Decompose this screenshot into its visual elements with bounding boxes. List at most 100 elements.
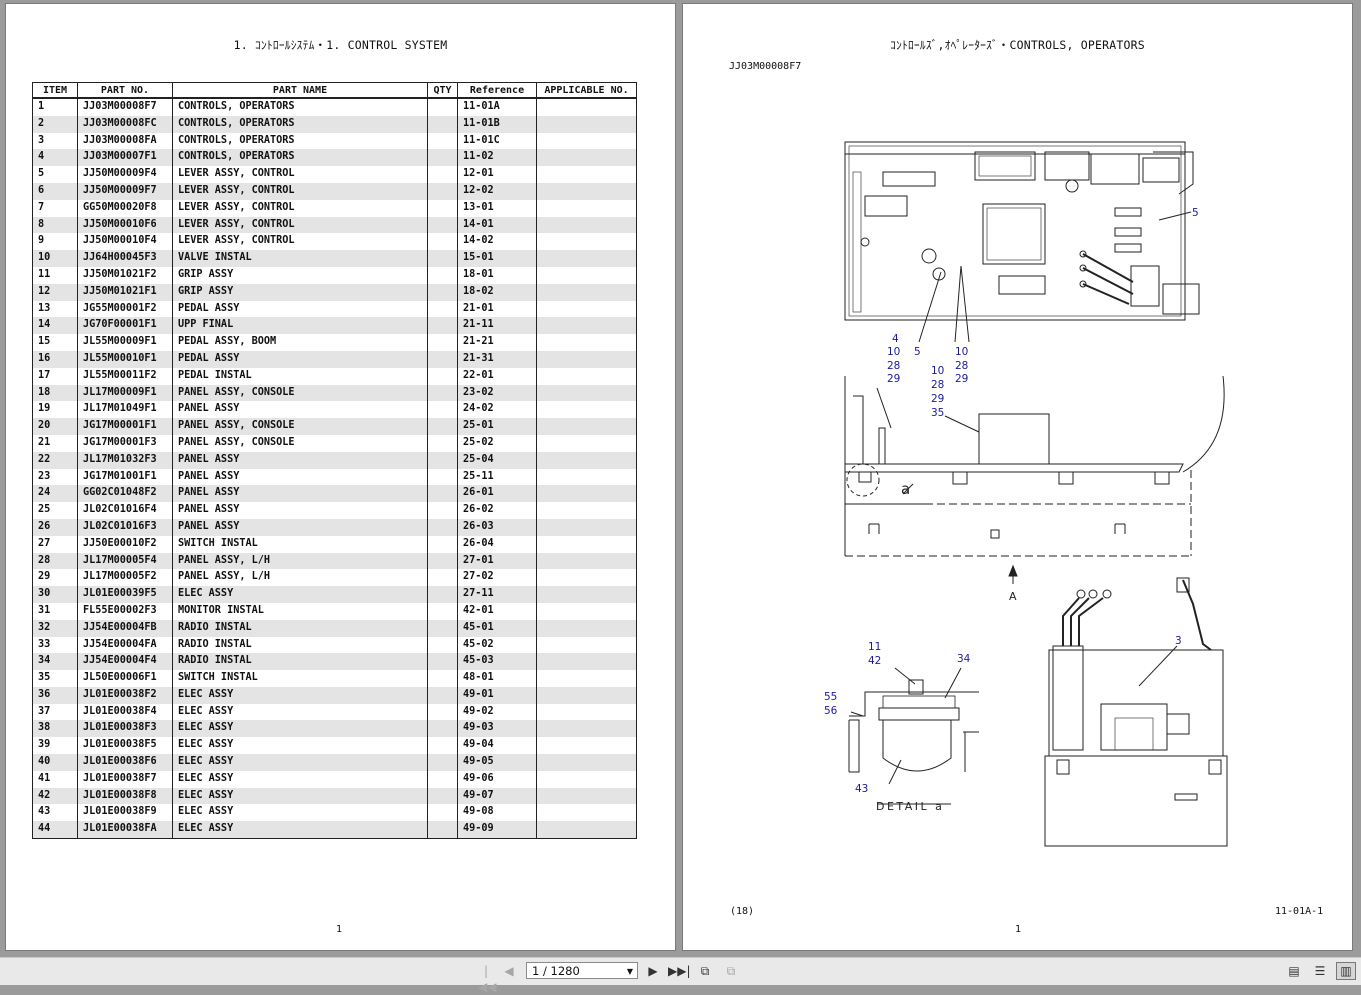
item-cell: 26 bbox=[32, 518, 78, 536]
item-cell: 16 bbox=[32, 350, 78, 368]
part-name-cell: GRIP ASSY bbox=[172, 283, 428, 301]
qty-cell bbox=[427, 250, 458, 267]
part-name-cell: PANEL ASSY bbox=[172, 468, 428, 486]
item-cell: 20 bbox=[32, 418, 78, 435]
single-page-view-icon[interactable]: ▤ bbox=[1288, 964, 1300, 978]
continuous-view-icon[interactable]: ☰ bbox=[1314, 964, 1326, 978]
part-no-cell: JJ50M01021F1 bbox=[77, 283, 173, 301]
part-no-cell: JL01E00038F7 bbox=[77, 770, 173, 788]
part-name-cell: ELEC ASSY bbox=[172, 703, 428, 721]
reference-cell: 49-09 bbox=[457, 821, 537, 840]
qty-cell bbox=[427, 703, 458, 721]
part-name-cell: LEVER ASSY, CONTROL bbox=[172, 199, 428, 217]
applicable-no-cell bbox=[536, 216, 637, 234]
applicable-no-cell bbox=[536, 518, 637, 536]
detail-a-label: DETAIL a bbox=[876, 800, 944, 813]
reference-cell: 12-01 bbox=[457, 166, 537, 183]
qty-cell bbox=[427, 670, 458, 687]
reference-cell: 24-02 bbox=[457, 401, 537, 419]
page-number: 1 bbox=[1015, 924, 1022, 935]
part-no-cell: JL55M00010F1 bbox=[77, 350, 173, 368]
qty-cell bbox=[427, 233, 458, 251]
two-page-view-icon[interactable]: ▥ bbox=[1336, 962, 1356, 980]
previous-page-icon[interactable]: ◀ bbox=[504, 964, 514, 978]
next-page-icon[interactable]: ▶ bbox=[648, 964, 658, 978]
reference-cell: 48-01 bbox=[457, 670, 537, 687]
side-view-console bbox=[844, 375, 1225, 584]
part-no-cell: JJ03M00008F7 bbox=[77, 98, 173, 116]
item-cell: 8 bbox=[32, 216, 78, 234]
page-title: ｺﾝﾄﾛｰﾙｽﾞ,ｵﾍﾟﾚｰﾀｰｽﾞ・CONTROLS, OPERATORS bbox=[890, 38, 1145, 52]
callout-10: 10 bbox=[955, 346, 968, 358]
part-name-cell: SWITCH INSTAL bbox=[172, 670, 428, 687]
qty-cell bbox=[427, 518, 458, 536]
part-name-cell: CONTROLS, OPERATORS bbox=[172, 132, 428, 150]
rotate-view-icon[interactable]: ⧉ bbox=[700, 964, 710, 978]
applicable-no-cell bbox=[536, 283, 637, 301]
column-header-item: ITEM bbox=[32, 82, 78, 99]
reference-cell: 21-21 bbox=[457, 334, 537, 351]
qty-cell bbox=[427, 602, 458, 620]
item-cell: 30 bbox=[32, 586, 78, 603]
applicable-no-cell bbox=[536, 602, 637, 620]
reference-cell: 27-01 bbox=[457, 552, 537, 570]
chevron-down-icon[interactable]: ▼ bbox=[626, 967, 633, 976]
item-cell: 22 bbox=[32, 451, 78, 469]
qty-cell bbox=[427, 821, 458, 840]
applicable-no-cell bbox=[536, 670, 637, 687]
callout-3: 3 bbox=[1175, 635, 1182, 647]
item-cell: 36 bbox=[32, 686, 78, 704]
part-no-cell: JG17M00001F1 bbox=[77, 418, 173, 435]
item-cell: 23 bbox=[32, 468, 78, 486]
qty-cell bbox=[427, 401, 458, 419]
first-page-icon[interactable]: |◀◀ bbox=[478, 964, 497, 994]
last-page-icon[interactable]: ▶▶| bbox=[668, 964, 691, 978]
reference-cell: 21-31 bbox=[457, 350, 537, 368]
qty-cell bbox=[427, 384, 458, 402]
item-cell: 25 bbox=[32, 502, 78, 519]
item-cell: 38 bbox=[32, 720, 78, 738]
qty-cell bbox=[427, 149, 458, 167]
part-no-cell: JJ54E00004F4 bbox=[77, 653, 173, 671]
qty-cell bbox=[427, 182, 458, 200]
page-number-field[interactable]: 1 / 1280 ▼ bbox=[526, 962, 638, 979]
part-name-cell: PANEL ASSY, L/H bbox=[172, 569, 428, 587]
callout-34: 34 bbox=[957, 653, 971, 665]
callout-10: 10 bbox=[931, 365, 944, 377]
callout-35: 35 bbox=[931, 407, 944, 419]
qty-cell bbox=[427, 166, 458, 183]
applicable-no-cell bbox=[536, 250, 637, 267]
qty-cell bbox=[427, 199, 458, 217]
part-name-cell: PANEL ASSY, L/H bbox=[172, 552, 428, 570]
applicable-no-cell bbox=[536, 619, 637, 637]
part-name-cell: RADIO INSTAL bbox=[172, 653, 428, 671]
part-name-cell: PANEL ASSY, CONSOLE bbox=[172, 384, 428, 402]
applicable-no-cell bbox=[536, 401, 637, 419]
part-no-cell: JG55M00001F2 bbox=[77, 300, 173, 318]
part-no-cell: JL17M00009F1 bbox=[77, 384, 173, 402]
reference-cell: 14-02 bbox=[457, 233, 537, 251]
part-name-cell: MONITOR INSTAL bbox=[172, 602, 428, 620]
applicable-no-cell bbox=[536, 367, 637, 385]
part-name-cell: PANEL ASSY, CONSOLE bbox=[172, 434, 428, 452]
part-no-cell: JJ03M00008FA bbox=[77, 132, 173, 150]
column-header-applicable-no: APPLICABLE NO. bbox=[536, 82, 637, 99]
rotate-view-alt-icon[interactable]: ⧉ bbox=[726, 964, 736, 978]
reference-cell: 18-02 bbox=[457, 283, 537, 301]
item-cell: 4 bbox=[32, 149, 78, 167]
part-no-cell: JJ50M01021F2 bbox=[77, 266, 173, 284]
reference-cell: 14-01 bbox=[457, 216, 537, 234]
part-no-cell: JJ03M00007F1 bbox=[77, 149, 173, 167]
part-name-cell: LEVER ASSY, CONTROL bbox=[172, 182, 428, 200]
part-name-cell: ELEC ASSY bbox=[172, 770, 428, 788]
part-no-cell: GG50M00020F8 bbox=[77, 199, 173, 217]
